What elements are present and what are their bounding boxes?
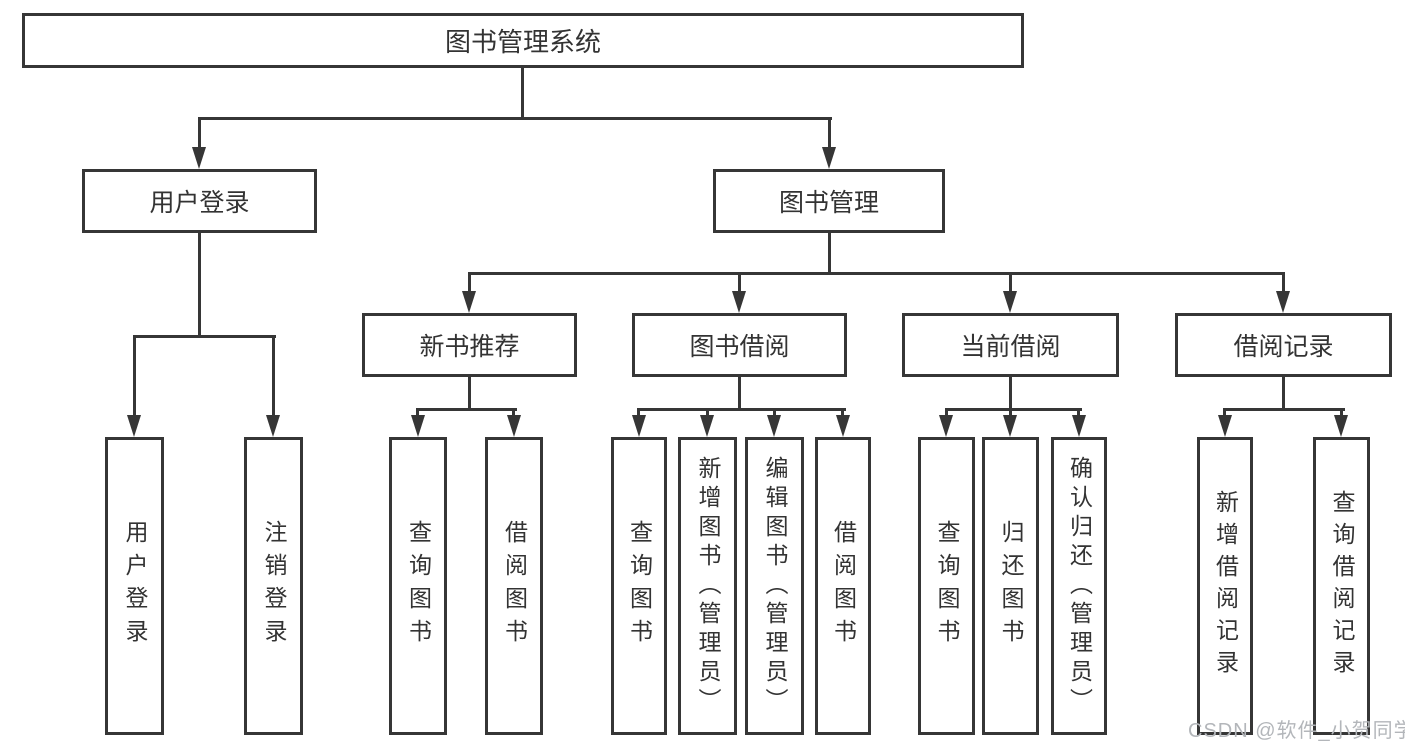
connector-line: [1282, 377, 1285, 408]
arrowhead-down-icon: [411, 415, 425, 437]
connector-line: [841, 408, 844, 418]
connector-line: [828, 233, 831, 275]
arrowhead-down-icon: [1003, 415, 1017, 437]
connector-line: [1223, 408, 1226, 418]
arrowhead-down-icon: [822, 147, 836, 169]
arrowhead-down-icon: [507, 415, 521, 437]
arrowhead-down-icon: [266, 415, 280, 437]
node-root: 图书管理系统: [22, 13, 1024, 68]
arrowhead-down-icon: [1003, 291, 1017, 313]
arrowhead-down-icon: [732, 291, 746, 313]
node-book-borrow: 图书借阅: [632, 313, 847, 377]
arrowhead-down-icon: [1218, 415, 1232, 437]
leaf-query-borrow-record: 查询借阅记录: [1313, 437, 1370, 735]
connector-line: [417, 408, 517, 411]
arrowhead-down-icon: [836, 415, 850, 437]
watermark: CSDN @软件_小贺同学: [1188, 720, 1405, 742]
leaf-add-borrow-record: 新增借阅记录: [1197, 437, 1253, 735]
leaf-borrow-books-1: 借阅图书: [485, 437, 543, 735]
leaf-edit-book-admin: 编辑图书（管理员）: [745, 437, 804, 735]
connector-line: [773, 408, 776, 418]
connector-line: [1077, 408, 1080, 418]
leaf-return-book: 归还图书: [982, 437, 1039, 735]
connector-line: [1224, 408, 1345, 411]
connector-line: [198, 233, 201, 335]
connector-line: [416, 408, 419, 418]
connector-line: [198, 117, 201, 147]
node-new-book-recommend: 新书推荐: [362, 313, 577, 377]
leaf-query-books-3: 查询图书: [918, 437, 975, 735]
connector-line: [945, 408, 1082, 411]
connector-line: [706, 408, 709, 418]
connector-line: [1009, 272, 1012, 291]
connector-line: [1009, 377, 1012, 408]
leaf-logout: 注销登录: [244, 437, 303, 735]
arrowhead-down-icon: [1334, 415, 1348, 437]
arrowhead-down-icon: [127, 415, 141, 437]
connector-line: [1340, 408, 1343, 418]
connector-line: [828, 117, 831, 147]
leaf-add-book-admin: 新增图书（管理员）: [678, 437, 737, 735]
leaf-query-books-2: 查询图书: [611, 437, 667, 735]
connector-line: [738, 272, 741, 291]
connector-line: [638, 408, 846, 411]
connector-line: [468, 272, 1285, 275]
arrowhead-down-icon: [1276, 291, 1290, 313]
connector-line: [637, 408, 640, 418]
connector-line: [512, 408, 515, 418]
arrowhead-down-icon: [700, 415, 714, 437]
arrowhead-down-icon: [1072, 415, 1086, 437]
arrowhead-down-icon: [767, 415, 781, 437]
connector-line: [272, 335, 275, 415]
connector-line: [198, 117, 832, 120]
node-borrow-records: 借阅记录: [1175, 313, 1392, 377]
connector-line: [945, 408, 948, 418]
leaf-query-books-1: 查询图书: [389, 437, 447, 735]
node-book-management: 图书管理: [713, 169, 945, 233]
node-current-borrow: 当前借阅: [902, 313, 1119, 377]
arrowhead-down-icon: [462, 291, 476, 313]
connector-line: [521, 68, 524, 117]
leaf-confirm-return-admin: 确认归还（管理员）: [1051, 437, 1107, 735]
connector-line: [468, 272, 471, 291]
leaf-user-login: 用户登录: [105, 437, 164, 735]
connector-line: [1009, 408, 1012, 418]
connector-line: [1282, 272, 1285, 291]
connector-line: [738, 377, 741, 408]
leaf-borrow-books-2: 借阅图书: [815, 437, 871, 735]
node-user-login: 用户登录: [82, 169, 317, 233]
connector-line: [133, 335, 276, 338]
connector-line: [133, 335, 136, 415]
arrowhead-down-icon: [192, 147, 206, 169]
arrowhead-down-icon: [632, 415, 646, 437]
connector-line: [468, 377, 471, 408]
arrowhead-down-icon: [939, 415, 953, 437]
